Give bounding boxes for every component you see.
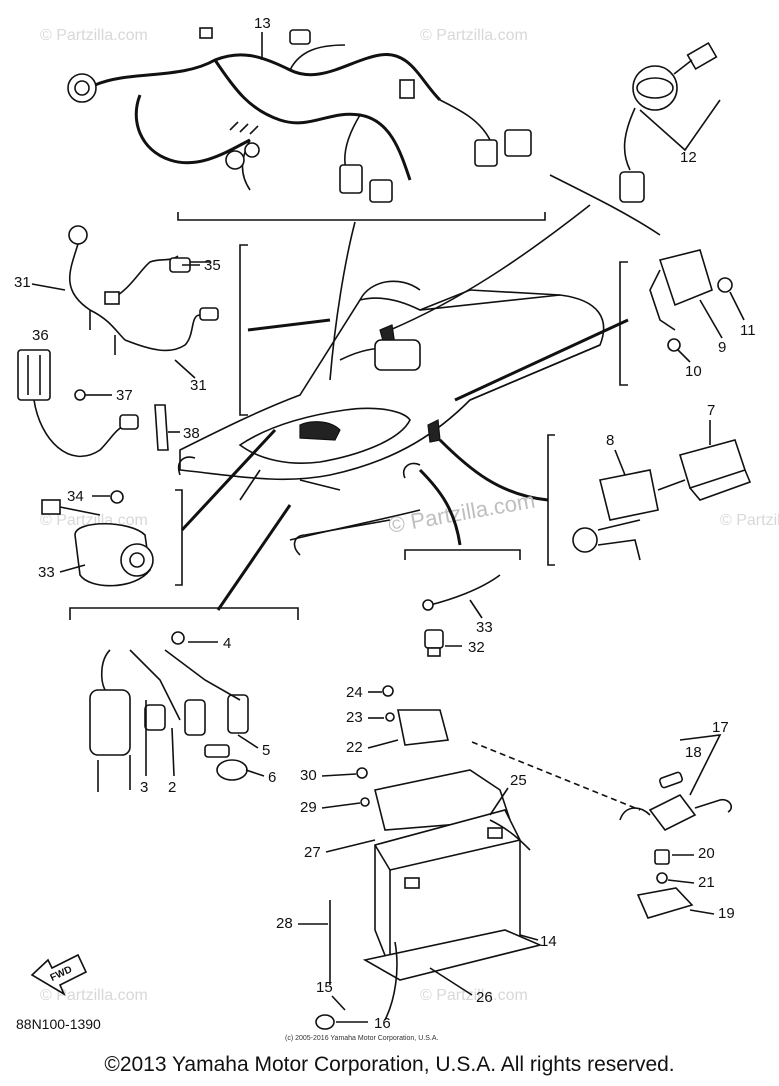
callout-29: 29 <box>300 799 317 816</box>
callout-35: 34 <box>67 488 84 505</box>
diagram-part-number: 88N100-1390 <box>16 1016 101 1032</box>
main-switch-12 <box>619 41 721 203</box>
watermark-tile: © Partzilla.com <box>420 987 528 1004</box>
callout-8: 8 <box>606 432 614 449</box>
callout-13: 13 <box>254 15 271 32</box>
callout-20: 20 <box>698 845 715 862</box>
watermark-tile: © Partzilla.com <box>40 987 148 1004</box>
relay-17-21 <box>471 734 732 919</box>
fwd-arrow-icon: FWD <box>30 953 88 996</box>
callout-31: 31 <box>14 274 31 291</box>
callout-27: 27 <box>304 844 321 861</box>
sensor-32-33 <box>404 549 521 657</box>
snowmobile-body <box>177 280 605 556</box>
callout-15: 15 <box>316 979 333 996</box>
callout-7: 7 <box>707 402 715 419</box>
callout-32: 32 <box>468 639 485 656</box>
callout-38: 37 <box>116 387 133 404</box>
callout-39: 38 <box>183 425 200 442</box>
copyright-notice: ©2013 Yamaha Motor Corporation, U.S.A. A… <box>104 1053 675 1076</box>
callout-11: 11 <box>740 322 756 339</box>
callout-3: 3 <box>140 779 148 796</box>
callout-23: 23 <box>346 709 363 726</box>
callout-14: 14 <box>540 933 557 950</box>
cdi-unit-7-8 <box>547 434 752 566</box>
callout-12: 12 <box>680 149 697 166</box>
callout-24: 24 <box>346 684 363 701</box>
callout-21: 21 <box>698 874 715 891</box>
ignition-coil-1-6 <box>69 504 299 790</box>
watermark-tile: © Partzilla.com <box>40 27 148 44</box>
callout-26: 26 <box>476 989 493 1006</box>
callout-25: 25 <box>510 772 527 789</box>
callout-28: 28 <box>276 915 293 932</box>
callout-17: 17 <box>712 719 729 736</box>
watermark-tile: © Partzilla.com <box>720 512 779 529</box>
wire-harness-13 <box>67 27 546 221</box>
callout-2: 2 <box>168 779 176 796</box>
callout-5: 5 <box>262 742 270 759</box>
callout-19: 19 <box>718 905 735 922</box>
watermark-center: © Partzilla.com <box>387 488 537 538</box>
callout-31b: 31 <box>190 377 207 394</box>
wire-lead-31-36 <box>68 225 248 416</box>
regulator-9-10-11 <box>619 249 733 386</box>
starter-34-35 <box>41 489 183 587</box>
callout-18: 18 <box>685 744 702 761</box>
callout-36: 35 <box>204 257 221 274</box>
callout-6: 6 <box>268 769 276 786</box>
callout-16: 16 <box>374 1015 391 1032</box>
callout-4: 4 <box>223 635 231 652</box>
watermark-tiles: © Partzilla.com © Partzilla.com © Partzi… <box>40 27 779 1004</box>
parts-37-38-39 <box>17 349 169 457</box>
callout-33: 33 <box>476 619 493 636</box>
battery-group <box>315 685 543 1030</box>
watermark-tile: © Partzilla.com <box>420 27 528 44</box>
callout-22: 22 <box>346 739 363 756</box>
callout-30: 30 <box>300 767 317 784</box>
callout-34: 33 <box>38 564 55 581</box>
callout-10: 10 <box>685 363 702 380</box>
callout-37: 36 <box>32 327 49 344</box>
small-copyright: (c) 2005-2016 Yamaha Motor Corporation, … <box>285 1035 439 1042</box>
callout-9: 9 <box>718 339 726 356</box>
